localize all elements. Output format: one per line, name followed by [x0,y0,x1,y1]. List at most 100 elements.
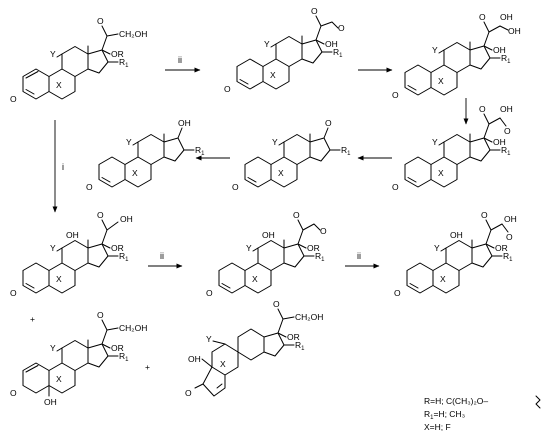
oxo-label: O [10,288,17,298]
y-label: Y [434,243,440,253]
legend-r: R=H; C(CH₃)₂O– [424,396,488,406]
r1-label: R1 [501,53,511,65]
or-label: OR [495,243,508,253]
compound-17-ketone: O X Y O R1 [232,118,351,192]
oxo-label: O [224,84,231,94]
oxo-label: O [504,126,511,136]
y-label: Y [206,334,212,344]
ch2oh-label: CH₂OH [119,323,147,333]
x-label: X [56,274,62,284]
oxo-label: O [232,182,239,192]
substituent-legend: R=H; C(CH₃)₂O– R1=H; CH₃ X=H; F [424,395,541,432]
oh-label: OH [188,354,201,364]
compound-5-hydroxy: O X Y OH O CH₂OH OR R1 [10,310,147,407]
reagent-i-label: i [62,162,64,172]
y-label: Y [50,343,56,353]
oxo-label: O [394,288,401,298]
compound-start: O X Y O CH₂OH OR R1 [10,16,147,104]
oxo-label: O [320,226,327,236]
y-label: Y [264,39,270,49]
plus-sign: + [145,362,150,372]
ch2oh-label: CH₂OH [295,312,323,322]
oxo-label: O [479,12,486,22]
x-label: X [56,80,62,90]
or-label: OR [307,243,320,253]
r1-label: R1 [119,351,129,363]
ch2oh-label: CH₂OH [119,29,147,39]
oh-label: OH [500,104,513,114]
legend-x: X=H; F [424,422,451,432]
oh-label: OH [450,230,463,240]
oh-label: OH [44,397,57,407]
r1-label: R1 [315,251,325,263]
oxo-label: O [185,388,192,398]
oxo-label: O [273,299,280,309]
oxo-label: O [392,182,399,192]
oxo-label: O [97,310,104,320]
oh-label: OH [262,230,275,240]
or-label: OR [287,332,300,342]
oh-label: OH [325,39,338,49]
reagent-ii-label: ii [357,251,361,261]
r1-label: R1 [341,145,351,157]
r1-label: R1 [195,145,205,157]
reagent-ii-label: ii [178,55,182,65]
oxo-label: O [10,388,17,398]
oxo-label: O [481,210,488,220]
r1-label: R1 [295,340,305,352]
oh-label: OH [493,137,506,147]
oh-label: OH [508,26,521,36]
x-label: X [438,168,444,178]
oxo-label: O [392,90,399,100]
compound-bhomo-aldehyde: O X Y OH O O OR R1 [206,210,327,298]
y-label: Y [126,137,132,147]
r1-label: R1 [119,57,129,69]
oxo-label: O [86,182,93,192]
y-label: Y [246,243,252,253]
oxo-label: O [10,94,17,104]
or-label: OR [111,343,124,353]
oh-label: OH [500,12,513,22]
oxo-label: O [479,104,486,114]
x-label: X [270,70,276,80]
y-label: Y [272,137,278,147]
or-label: OR [111,243,124,253]
x-label: X [438,76,444,86]
y-label: Y [432,137,438,147]
oxo-label: O [325,118,332,128]
x-label: X [440,274,446,284]
r1-label: R1 [501,145,511,157]
compound-hydrate: O X Y O OH OH OH R1 [392,12,521,100]
oxo-label: O [97,210,104,220]
oxo-label: O [338,23,345,33]
oxo-label: O [293,210,300,220]
or-label: OR [111,49,124,59]
y-label: Y [50,243,56,253]
oxo-label: O [97,16,104,26]
oh-label: OH [66,230,79,240]
y-label: Y [50,49,56,59]
compound-bhomo-acid: O X Y OH O OH O OR R1 [394,210,517,298]
oh-label: OH [178,118,191,128]
r1-label: R1 [333,47,343,59]
r1-label: R1 [119,251,129,263]
oh-label: OH [120,214,133,224]
x-label: X [220,359,226,369]
compound-bhomo-alcohol: O X Y OH O OH OR R1 [10,210,133,298]
oxo-label: O [506,232,513,242]
plus-sign: + [30,314,35,324]
x-label: X [252,274,258,284]
oh-label: OH [493,45,506,55]
x-label: X [278,168,284,178]
x-label: X [56,374,62,384]
y-label: Y [432,45,438,55]
oh-label: OH [504,214,517,224]
x-label: X [132,168,138,178]
compound-17-ol: O X Y OH R1 [86,118,205,192]
reagent-ii-label: ii [160,251,164,261]
legend-r1: R1=H; CH₃ [424,409,465,421]
compound-glyoxal: O X Y O O OH R1 [224,6,345,94]
r1-label: R1 [503,251,513,263]
oxo-label: O [311,6,318,16]
